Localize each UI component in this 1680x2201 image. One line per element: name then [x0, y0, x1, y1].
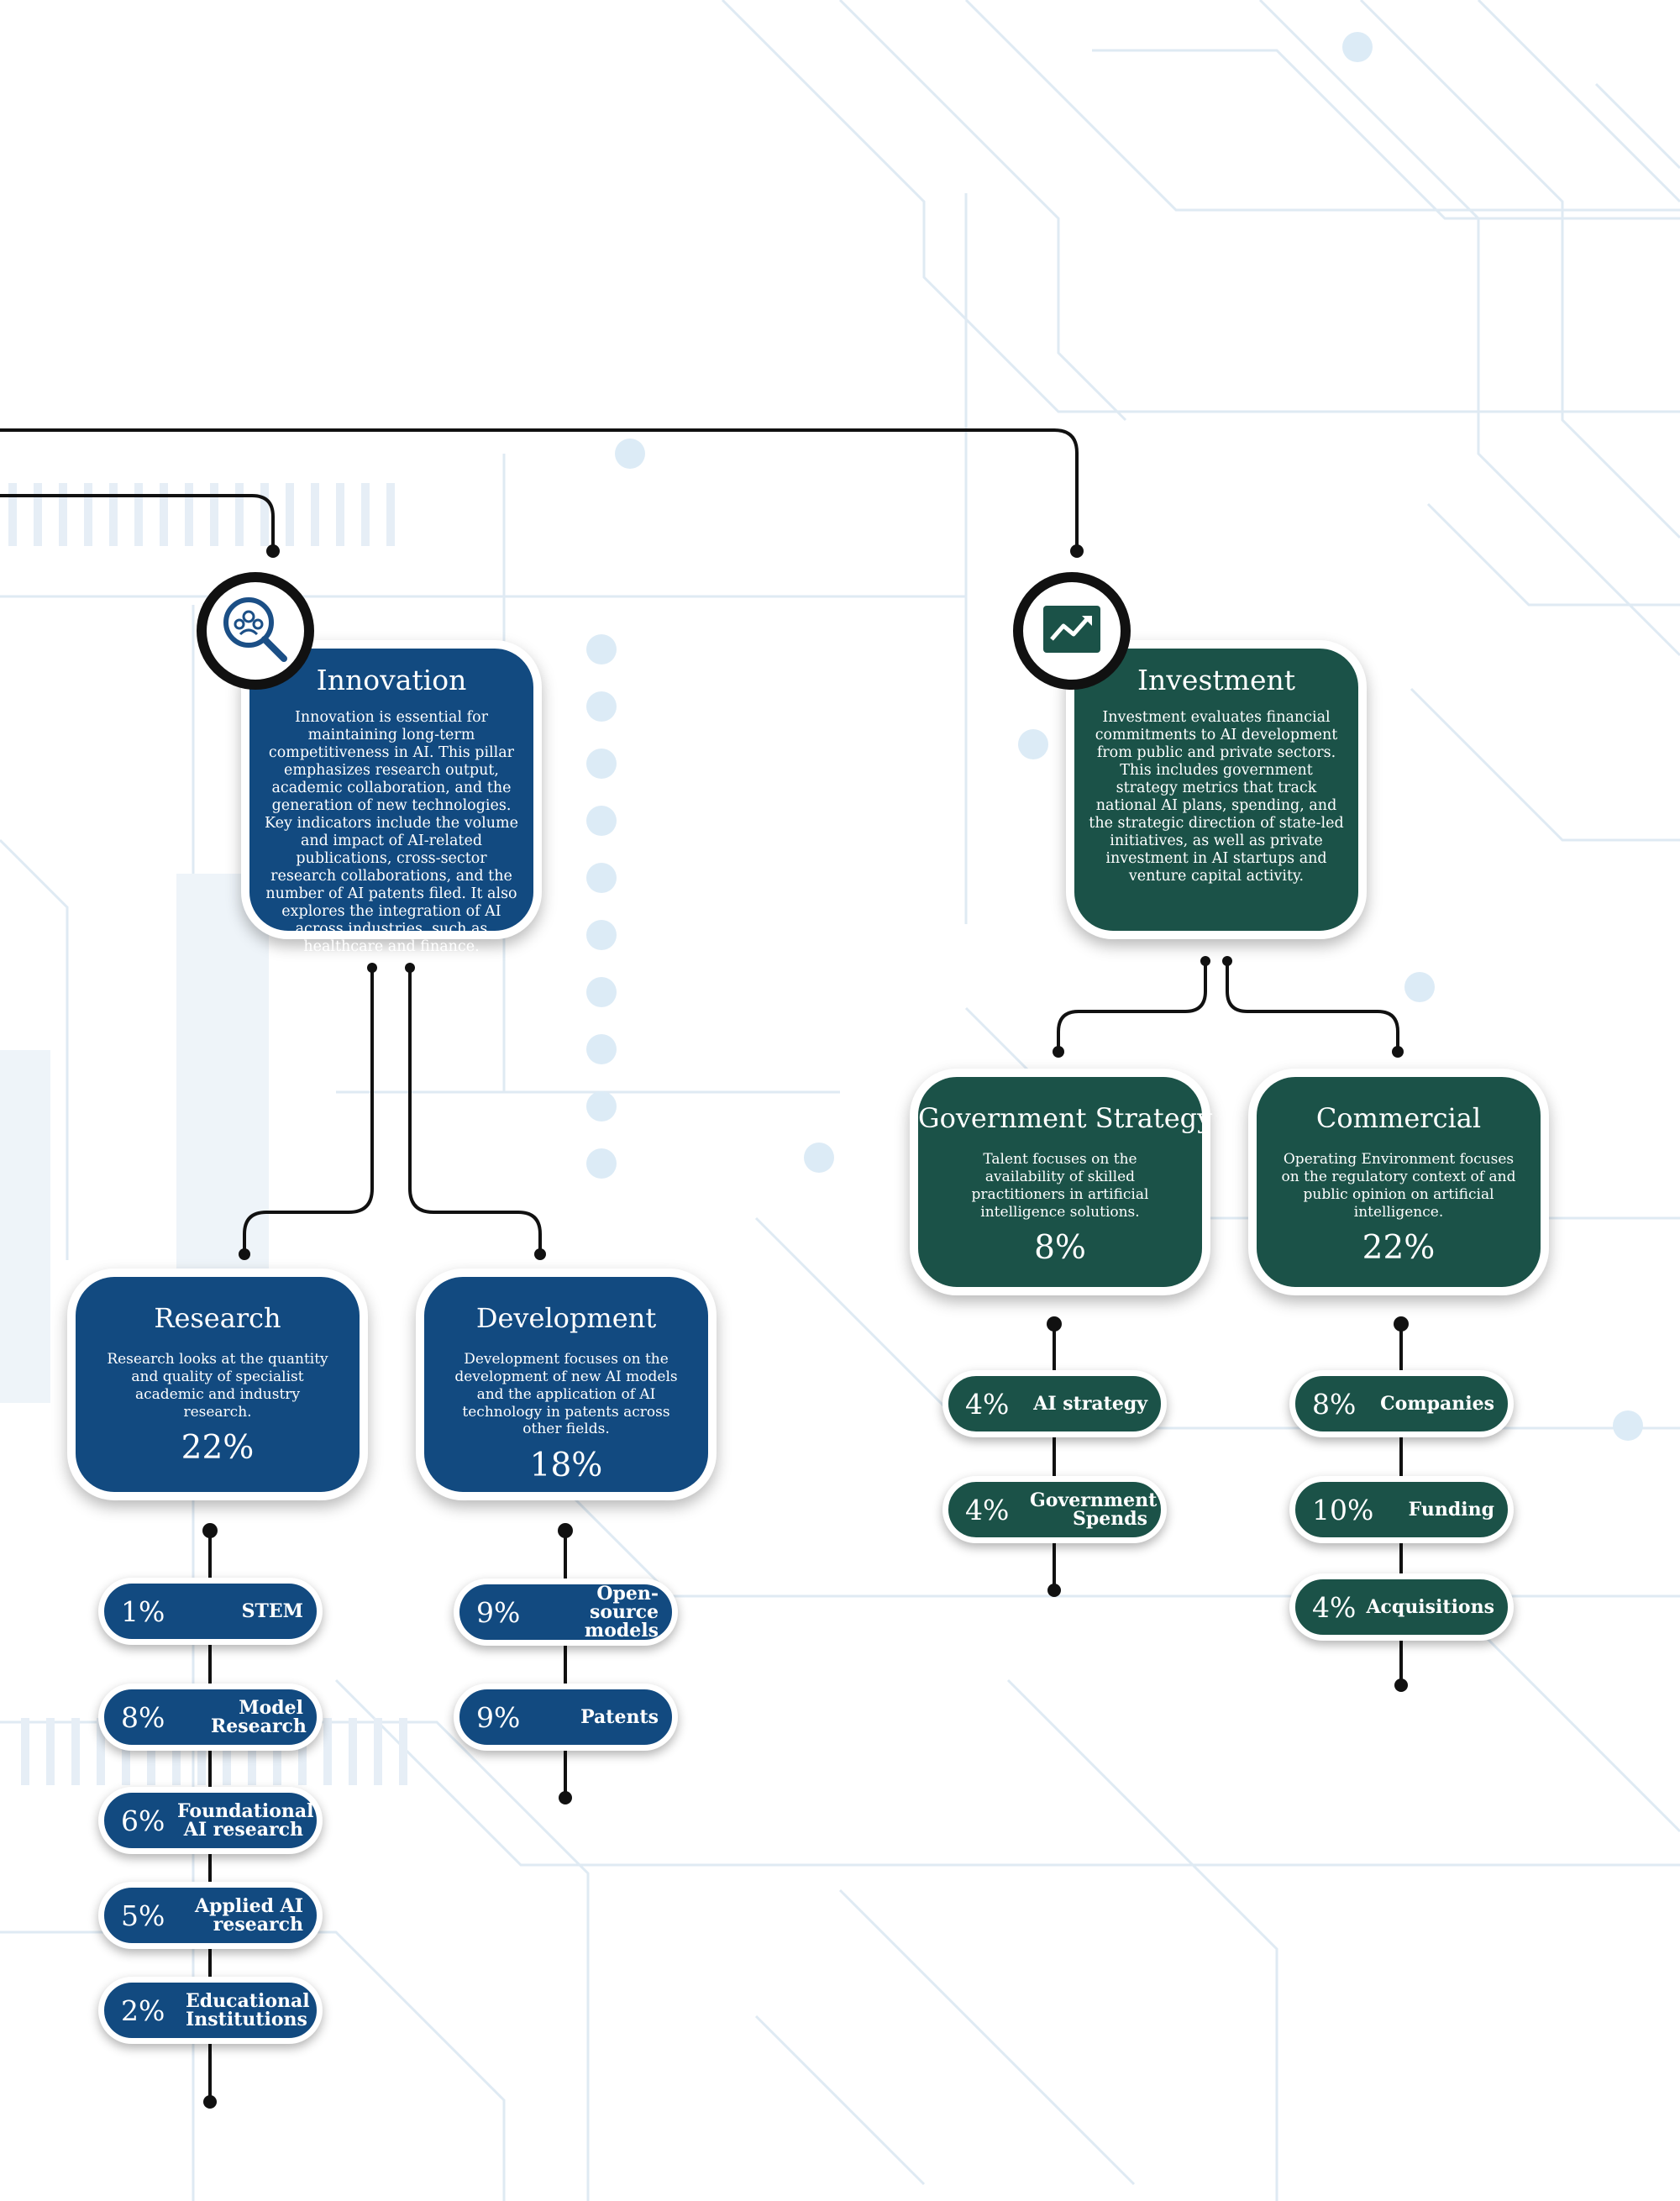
indicator-label: Foundational AI research	[177, 1800, 314, 1841]
government-strategy-description: Talent focuses on the availability of sk…	[971, 1151, 1149, 1221]
indicator-funding: 10% Funding	[1289, 1476, 1514, 1543]
development-card: Development Development focuses on the d…	[416, 1269, 717, 1500]
indicator-companies: 8% Companies	[1289, 1370, 1514, 1437]
indicator-percent: 4%	[965, 1493, 1010, 1526]
investment-pillar-card: Investment Investment evaluates financia…	[1066, 640, 1367, 939]
commercial-percent: 22%	[1362, 1229, 1436, 1268]
indicator-open-source-models: 9% Open-source models	[454, 1579, 678, 1646]
indicator-label: Government Spends	[1030, 1489, 1158, 1530]
indicator-percent: 1%	[121, 1594, 165, 1628]
indicator-label: AI strategy	[1033, 1393, 1147, 1415]
indicator-percent: 4%	[1312, 1590, 1357, 1624]
indicator-label: Companies	[1380, 1393, 1494, 1415]
indicator-educational-institutions: 2% Educational Institutions	[98, 1977, 323, 2044]
indicator-patents: 9% Patents	[454, 1684, 678, 1751]
indicator-percent: 4%	[965, 1387, 1010, 1421]
indicator-percent: 9%	[476, 1700, 521, 1734]
indicator-label: Model Research	[211, 1697, 307, 1737]
indicator-percent: 5%	[121, 1899, 165, 1932]
indicator-percent: 8%	[1312, 1387, 1357, 1421]
indicator-label: STEM	[241, 1600, 303, 1622]
government-strategy-percent: 8%	[1034, 1229, 1086, 1268]
government-strategy-card: Government Strategy Talent focuses on th…	[910, 1069, 1213, 1295]
magnifier-people-icon	[197, 572, 314, 690]
indicator-label: Educational Institutions	[186, 1990, 310, 2030]
indicator-label: Funding	[1408, 1499, 1494, 1521]
indicator-label: Patents	[580, 1706, 659, 1728]
indicator-ai-strategy: 4% AI strategy	[942, 1370, 1167, 1437]
indicator-model-research: 8% Model Research	[98, 1684, 323, 1751]
government-strategy-title: Government Strategy	[918, 1102, 1213, 1134]
indicator-percent: 9%	[476, 1595, 521, 1629]
investment-description: Investment evaluates financial commitmen…	[1089, 708, 1344, 885]
commercial-description: Operating Environment focuses on the reg…	[1281, 1151, 1516, 1221]
innovation-pillar-card: Innovation Innovation is essential for m…	[241, 640, 542, 955]
research-percent: 22%	[181, 1429, 255, 1468]
development-percent: 18%	[529, 1447, 603, 1485]
commercial-title: Commercial	[1315, 1102, 1482, 1134]
indicator-label: Applied AI research	[195, 1895, 303, 1936]
indicator-label: Acquisitions	[1366, 1596, 1494, 1618]
indicator-percent: 8%	[121, 1700, 165, 1734]
research-description: Research looks at the quantity and quali…	[107, 1351, 328, 1421]
indicator-percent: 10%	[1312, 1493, 1374, 1526]
indicator-applied-ai-research: 5% Applied AI research	[98, 1882, 323, 1949]
research-title: Research	[154, 1302, 281, 1334]
indicator-percent: 6%	[121, 1804, 165, 1837]
indicator-label: Open-source models	[584, 1583, 659, 1642]
indicator-government-spends: 4% Government Spends	[942, 1476, 1167, 1543]
innovation-title: Innovation	[316, 664, 467, 696]
indicator-percent: 2%	[121, 1994, 165, 2027]
innovation-description: Innovation is essential for maintaining …	[265, 708, 518, 955]
trend-chart-icon	[1013, 572, 1131, 690]
commercial-card: Commercial Operating Environment focuses…	[1248, 1069, 1549, 1295]
indicator-acquisitions: 4% Acquisitions	[1289, 1573, 1514, 1641]
indicator-foundational-ai-research: 6% Foundational AI research	[98, 1787, 323, 1854]
development-description: Development focuses on the development o…	[454, 1351, 678, 1438]
research-card: Research Research looks at the quantity …	[67, 1269, 368, 1500]
investment-title: Investment	[1137, 664, 1295, 696]
development-title: Development	[475, 1302, 657, 1334]
indicator-stem: 1% STEM	[98, 1578, 323, 1645]
